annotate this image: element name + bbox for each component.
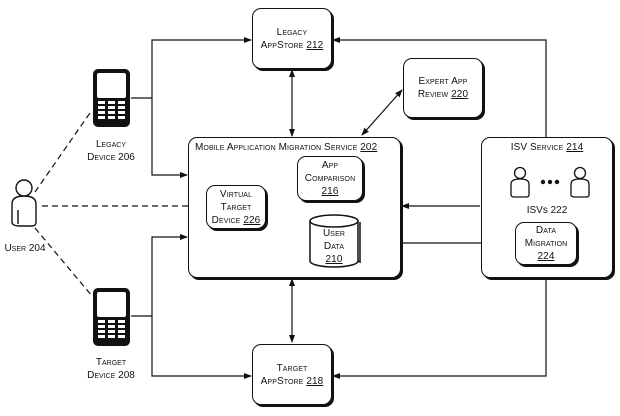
- target-device-label: Target Device 208: [76, 356, 146, 382]
- target-appstore-line2-wrap: AppStore 218: [261, 375, 324, 388]
- target-appstore-node: Target AppStore 218: [252, 344, 332, 405]
- user-icon: [11, 179, 37, 227]
- data-migration-line2: Migration: [524, 238, 568, 249]
- virtual-target-device-line2: Target: [220, 201, 252, 213]
- expert-review-node: Expert App Review 220: [403, 58, 483, 118]
- migration-service-title: Mobile Application Migration Service: [195, 142, 358, 153]
- migration-service-ref: 202: [360, 142, 378, 153]
- legacy-appstore-line1: Legacy: [276, 26, 308, 38]
- edge-user-target-device: [34, 227, 93, 297]
- edge-isv-to-legacy-appstore: [332, 37, 547, 137]
- isvs-label: ISVs 222: [526, 205, 568, 216]
- target-device-icon: [93, 288, 130, 346]
- user-data-ref: 210: [325, 253, 343, 265]
- virtual-target-device-node: Virtual Target Device 226: [206, 185, 266, 229]
- edge-legacy-device-to-migration-service: [151, 98, 188, 178]
- target-device-line1: Target: [95, 357, 127, 368]
- legacy-device-label: Legacy Device 206: [76, 138, 146, 164]
- legacy-device-line1: Legacy: [95, 139, 127, 150]
- user-data-line1: User: [322, 227, 345, 239]
- migration-service-title-wrap: Mobile Application Migration Service 202: [195, 141, 377, 154]
- virtual-target-device-ref: 226: [243, 214, 261, 226]
- app-comparison-line2: Comparison: [304, 173, 356, 184]
- user-data-line2: Data: [323, 240, 345, 252]
- legacy-device-icon: [93, 69, 130, 127]
- edge-target-device-to-migration-service: [151, 234, 188, 316]
- data-migration-line1: Data: [535, 225, 557, 236]
- expert-review-line2: Review: [417, 89, 449, 100]
- edge-user-legacy-device: [34, 109, 93, 193]
- data-migration-ref: 224: [537, 251, 555, 262]
- edge-target-device-to-target-appstore: [151, 316, 252, 379]
- edge-isv-to-target-appstore: [332, 278, 547, 379]
- legacy-device-line2: Device 206: [87, 152, 135, 163]
- legacy-appstore-node: Legacy AppStore 212: [252, 8, 332, 69]
- user-data-cylinder-icon: [309, 214, 361, 268]
- target-device-line2: Device 208: [87, 370, 135, 381]
- virtual-target-device-line3: Device: [211, 214, 241, 226]
- app-comparison-ref: 216: [321, 186, 339, 197]
- legacy-appstore-ref: 212: [306, 39, 324, 51]
- target-appstore-ref: 218: [306, 375, 324, 387]
- virtual-target-device-line3-wrap: Device 226: [212, 214, 261, 227]
- app-comparison-line1: App: [321, 160, 339, 171]
- virtual-target-device-line1: Virtual: [219, 188, 253, 200]
- isv-service-title: ISV Service: [510, 142, 564, 153]
- expert-review-ref: 220: [451, 89, 469, 100]
- data-migration-node: Data Migration 224: [515, 222, 577, 265]
- legacy-appstore-line2: AppStore: [260, 39, 304, 51]
- legacy-appstore-line2-wrap: AppStore 212: [261, 39, 324, 52]
- user-data-node: User Data 210: [309, 226, 359, 266]
- user-label: User 204: [4, 243, 46, 254]
- isv-service-title-wrap: ISV Service 214: [482, 141, 612, 154]
- target-appstore-line1: Target: [276, 362, 308, 374]
- ellipsis-icon: [540, 179, 560, 185]
- edge-legacy-device-to-legacy-appstore: [151, 37, 252, 98]
- expert-review-line1: Expert App: [418, 76, 468, 87]
- edge-migration-expert-review: [361, 89, 403, 136]
- expert-review-line2-wrap: Review 220: [418, 88, 468, 101]
- isv-people-icon: [510, 166, 590, 198]
- app-comparison-node: App Comparison 216: [297, 156, 363, 201]
- isv-service-ref: 214: [566, 142, 584, 153]
- target-appstore-line2: AppStore: [260, 375, 304, 387]
